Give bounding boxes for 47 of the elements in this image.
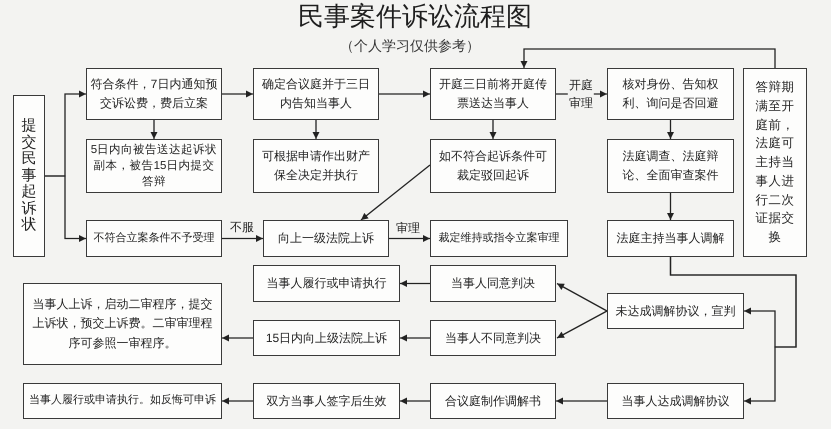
arrow [400, 398, 430, 404]
process-box: 向上一级法院上诉 [263, 220, 389, 257]
process-box: 当事人上诉，启动二审程序，提交上诉状，预交上诉费。二审审理程序可参照一审程序。 [23, 283, 222, 365]
process-box: 未达成调解协议，宣判 [607, 293, 744, 329]
arrow [222, 398, 253, 404]
process-box: 15日内向上级法院上诉 [253, 320, 400, 356]
process-box: 开庭三日前将开庭传票送达当事人 [430, 68, 556, 120]
arrow [556, 398, 607, 404]
process-box: 法庭调查、法庭辩论、全面审查案件 [607, 139, 734, 193]
arrow [150, 120, 158, 139]
arrow [556, 310, 608, 339]
process-box: 不符合立案条件不予受理 [86, 220, 222, 257]
process-box: 如不符合起诉条件可裁定驳回起诉 [430, 139, 556, 193]
arrow [222, 90, 253, 98]
arrow [667, 120, 674, 139]
arrow [312, 120, 320, 139]
process-box: 合议庭制作调解书 [430, 383, 556, 419]
process-box: 裁定维持或指令立案审理 [430, 220, 568, 257]
process-box: 法庭主持当事人调解 [607, 220, 734, 257]
arrow [490, 120, 496, 139]
arrow [389, 235, 430, 242]
process-box: 当事人不同意判决 [430, 320, 556, 356]
process-box: 确定合议庭并于三日内告知当事人 [253, 68, 379, 120]
diagram-title: 民事案件诉讼流程图 [298, 1, 532, 33]
arrow [400, 334, 430, 342]
process-box: 符合条件，7日内通知预交诉讼费，费后立案 [86, 68, 222, 120]
arrow [670, 257, 797, 404]
arrow [520, 48, 776, 68]
arrow [222, 235, 263, 242]
process-box: 当事人达成调解协议 [607, 383, 744, 419]
process-box: 当事人履行或申请执行 [253, 265, 400, 302]
process-box: 双方当事人签字后生效 [253, 383, 400, 419]
arrow [667, 193, 674, 220]
arrow [400, 280, 430, 287]
process-box: 可根据申请作出财产保全决定并执行 [253, 139, 379, 193]
arrow [556, 282, 608, 312]
arrow [45, 175, 86, 242]
process-box: 5日内向被告送达起诉状副本，被告15日内提交答辩 [86, 139, 222, 193]
arrow [222, 334, 253, 342]
process-box: 提交民事起诉状 [13, 95, 45, 257]
process-box: 当事人同意判决 [430, 265, 556, 302]
process-box: 答辩期满至开庭前，法庭可主持当事人进行二次证据交换 [743, 68, 807, 257]
process-box: 核对身份、告知权利、询问是否回避 [607, 68, 734, 120]
arrow [379, 90, 430, 98]
arrow [360, 164, 430, 220]
process-box: 当事人履行或申请执行。如反悔可申诉 [23, 383, 222, 419]
subtitle-note: （个人学习仅供参考） [340, 38, 480, 56]
